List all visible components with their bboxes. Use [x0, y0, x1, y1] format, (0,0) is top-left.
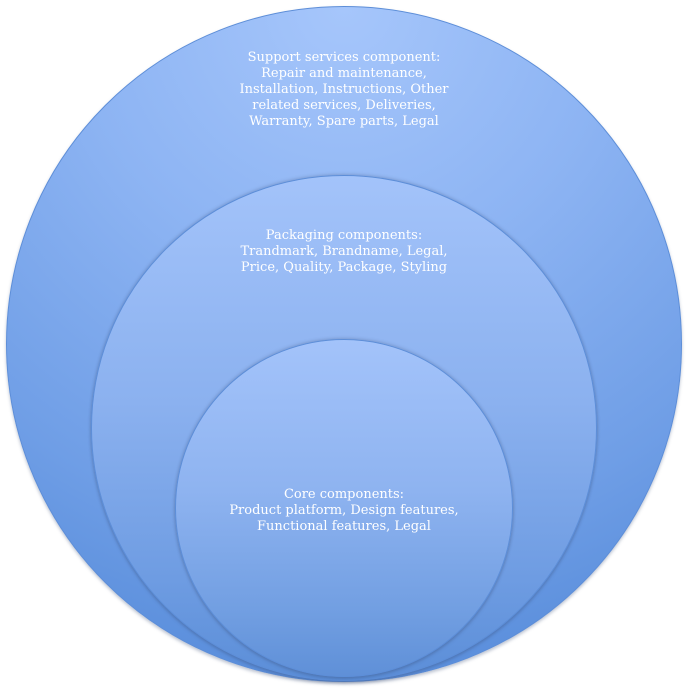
core-components-circle	[175, 339, 513, 677]
core-components-line: Product platform, Design features,	[229, 503, 459, 518]
support-services-line: Installation, Instructions, Other	[239, 82, 449, 97]
support-services-label: Support services component: Repair and m…	[194, 50, 494, 130]
core-components-line: Functional features, Legal	[257, 519, 431, 534]
packaging-components-label: Packaging components: Trandmark, Brandna…	[194, 228, 494, 276]
packaging-components-title: Packaging components:	[265, 228, 423, 243]
support-services-title: Support services component:	[247, 50, 441, 65]
support-services-line: related services, Deliveries,	[252, 98, 436, 113]
core-components-title: Core components:	[283, 487, 405, 502]
core-components-label: Core components: Product platform, Desig…	[194, 487, 494, 535]
packaging-components-line: Trandmark, Brandname, Legal,	[240, 244, 448, 259]
support-services-line: Warranty, Spare parts, Legal	[249, 114, 439, 129]
support-services-line: Repair and maintenance,	[261, 66, 427, 81]
packaging-components-line: Price, Quality, Package, Styling	[240, 260, 448, 275]
